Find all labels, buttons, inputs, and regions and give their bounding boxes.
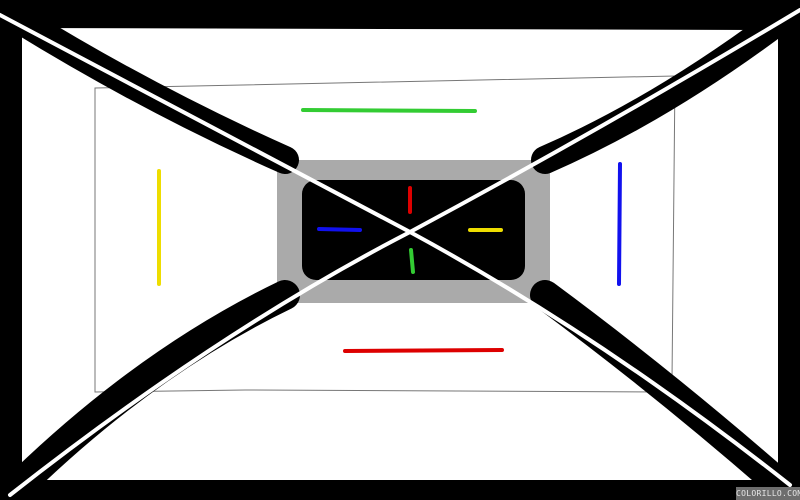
green-line-top <box>301 108 477 113</box>
green-tick-center <box>409 248 415 274</box>
red-line-bottom <box>343 348 504 353</box>
blue-line-right <box>617 162 622 286</box>
colored-lines <box>157 108 622 353</box>
white-cross-lines <box>0 8 800 497</box>
watermark: COLORILLO.COM <box>736 487 800 500</box>
blue-tick-center <box>317 227 362 232</box>
